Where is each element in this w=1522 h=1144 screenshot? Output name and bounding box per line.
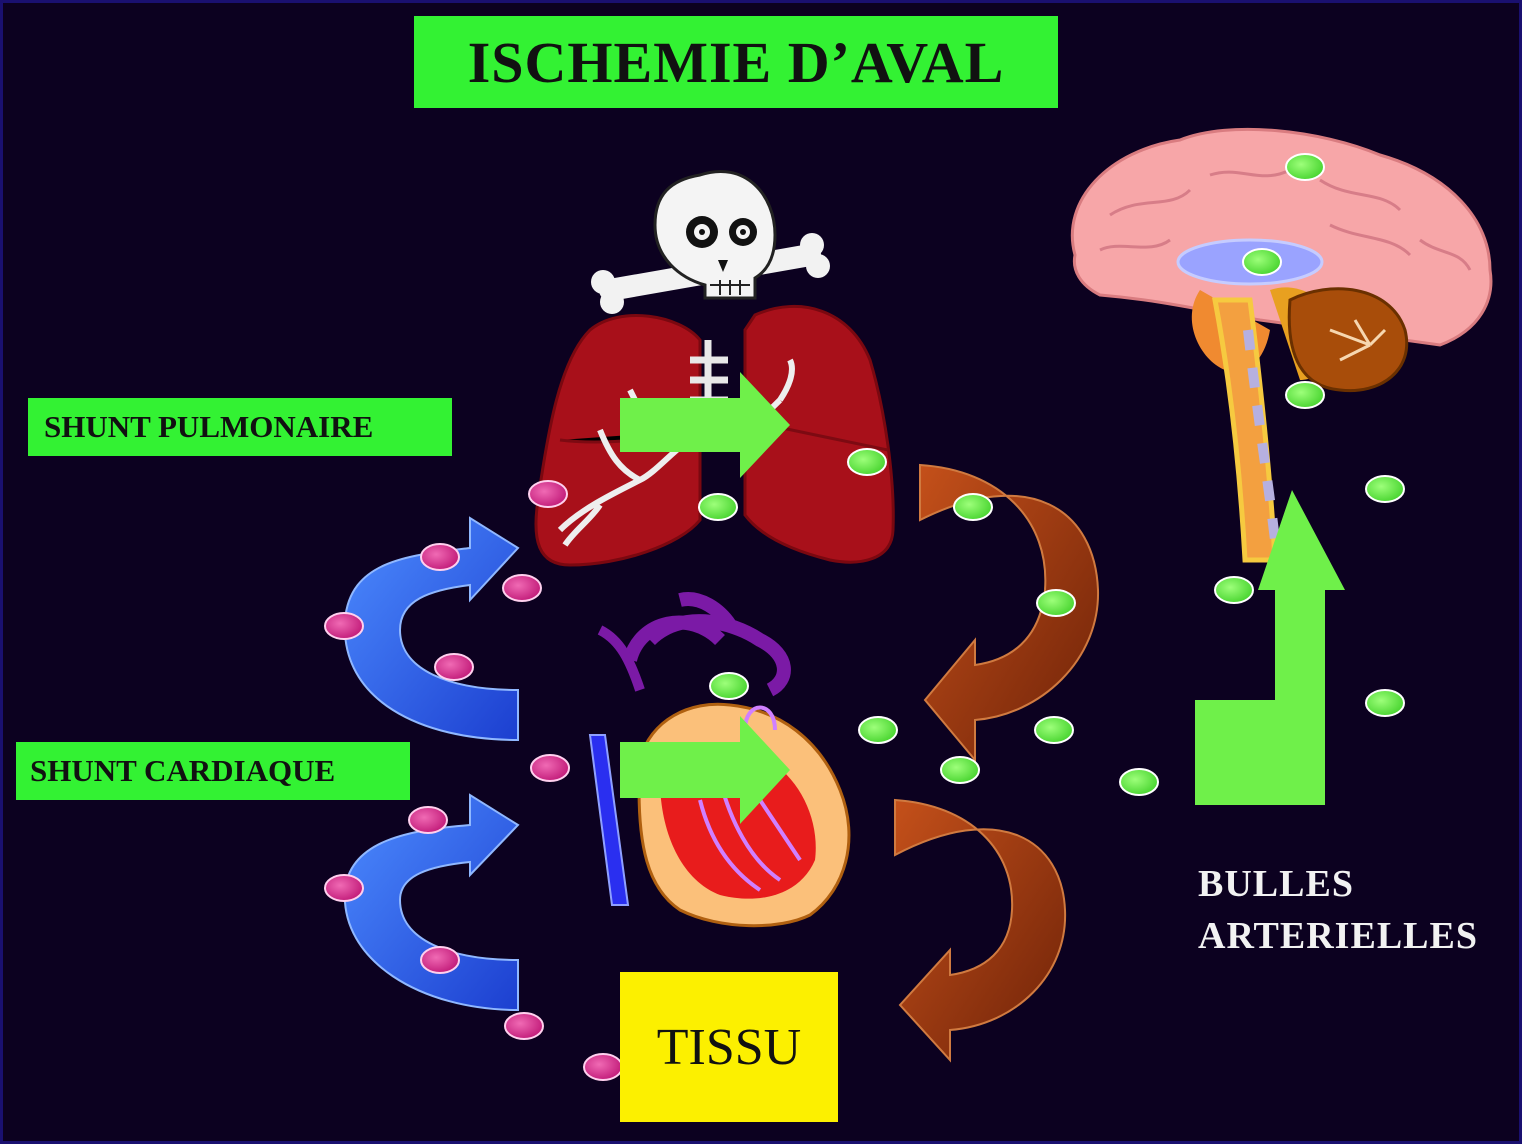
bubble-arterial: [1286, 382, 1324, 408]
bubble-venous: [584, 1054, 622, 1080]
brain-icon: [1072, 129, 1491, 560]
bubble-arterial: [1037, 590, 1075, 616]
skull-crossbones-icon: [591, 171, 830, 314]
bubble-arterial: [1215, 577, 1253, 603]
bubble-venous: [325, 613, 363, 639]
bubble-arterial: [710, 673, 748, 699]
bubble-arterial: [848, 449, 886, 475]
shunt-cardiaque-label: SHUNT CARDIAQUE: [16, 742, 410, 800]
bubble-arterial: [859, 717, 897, 743]
bulles-arterielles-label: BULLES ARTERIELLES: [1198, 858, 1478, 962]
bubble-venous: [531, 755, 569, 781]
slide-title: ISCHEMIE D’AVAL: [414, 16, 1058, 108]
bulles-line-1: BULLES: [1198, 858, 1478, 910]
bubble-arterial: [1366, 690, 1404, 716]
bubble-arterial: [1035, 717, 1073, 743]
bubble-venous: [409, 807, 447, 833]
bubble-arterial: [699, 494, 737, 520]
tissu-box: TISSU: [620, 972, 838, 1122]
bubble-arterial: [1286, 154, 1324, 180]
bubble-venous: [421, 947, 459, 973]
bubble-arterial: [941, 757, 979, 783]
bubble-venous: [421, 544, 459, 570]
bulles-line-2: ARTERIELLES: [1198, 910, 1478, 962]
bubble-arterial: [1243, 249, 1281, 275]
arterial-arrow-upper: [920, 465, 1098, 760]
bubble-arterial: [1120, 769, 1158, 795]
bubble-venous: [529, 481, 567, 507]
shunt-pulmonaire-label: SHUNT PULMONAIRE: [28, 398, 452, 456]
bubble-venous: [435, 654, 473, 680]
bubble-venous: [503, 575, 541, 601]
bubble-venous: [505, 1013, 543, 1039]
bubble-arterial: [1366, 476, 1404, 502]
bubble-venous: [325, 875, 363, 901]
bubble-arterial: [954, 494, 992, 520]
arterial-arrow-lower: [895, 800, 1065, 1060]
